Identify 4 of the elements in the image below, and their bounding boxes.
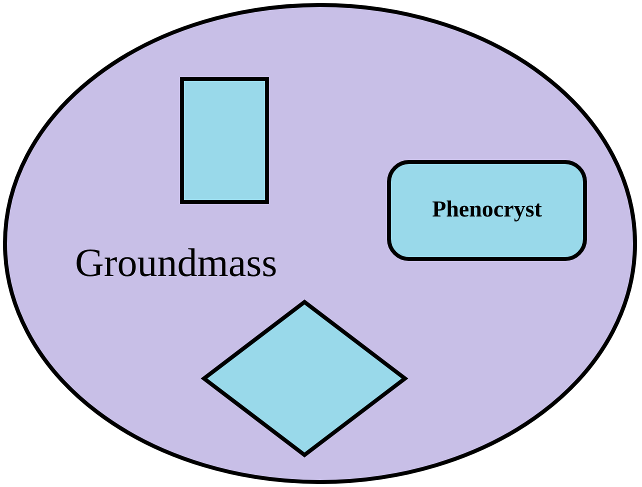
region-label: Groundmass xyxy=(75,239,278,286)
rounded-box xyxy=(387,160,587,261)
rectangle-shape xyxy=(180,77,269,204)
box-label: Phenocryst xyxy=(431,196,543,222)
